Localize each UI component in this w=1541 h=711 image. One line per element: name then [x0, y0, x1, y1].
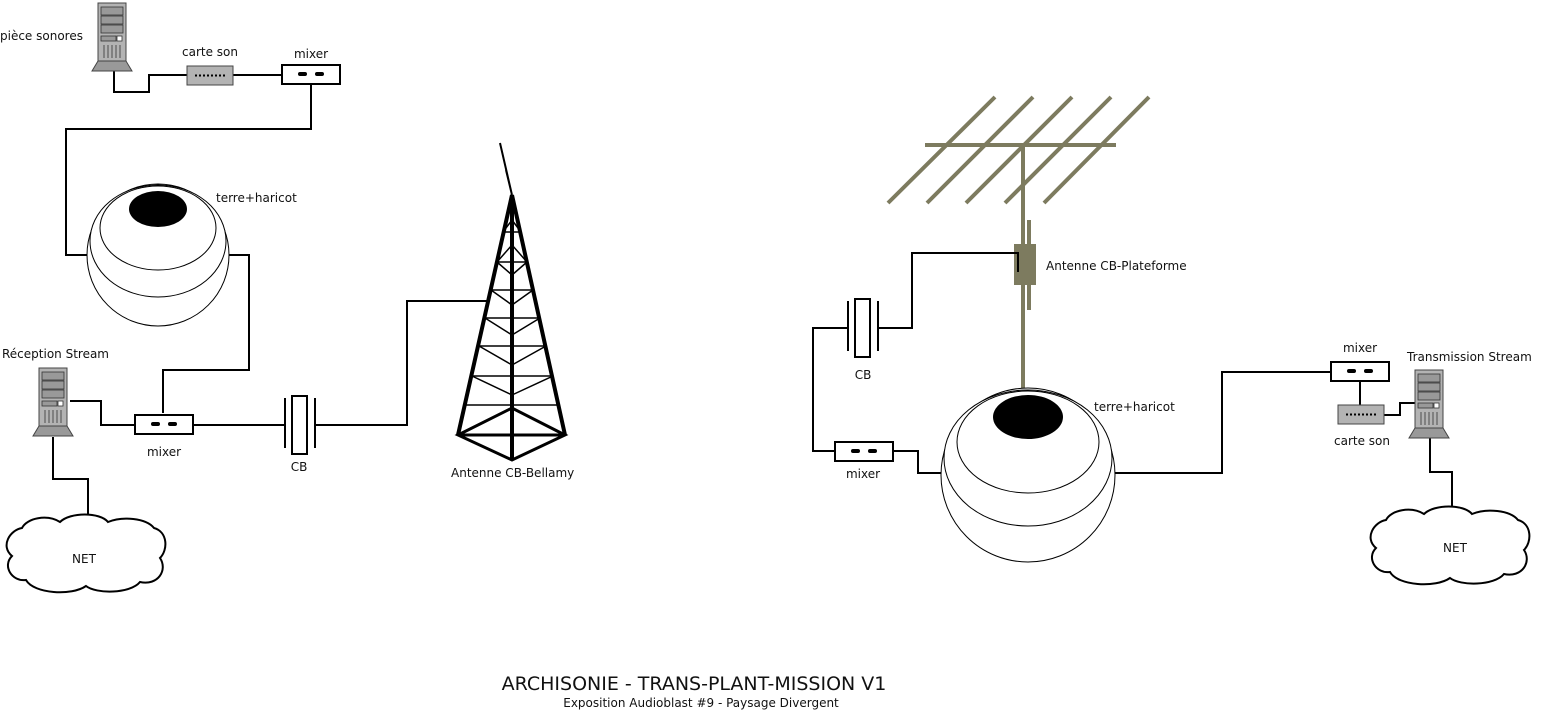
- computer-top-label: pièce sonores: [0, 29, 83, 43]
- mixer-label: mixer: [1343, 341, 1377, 355]
- diagram-title: ARCHISONIE - TRANS-PLANT-MISSION V1: [502, 673, 887, 695]
- mixer-icon: [281, 64, 341, 85]
- plant-pot-icon: [940, 387, 1116, 563]
- radio-tower-icon: [454, 142, 569, 462]
- soundcard-label: carte son: [1334, 434, 1390, 448]
- cable: [52, 437, 89, 520]
- cb-radio-icon: [847, 298, 879, 358]
- computer-icon: [1408, 369, 1450, 439]
- mixer-icon: [134, 414, 194, 435]
- antenna-label: Antenne CB-Plateforme: [1046, 259, 1187, 273]
- cloud-label: NET: [1443, 541, 1468, 555]
- plant-label: terre+haricot: [216, 191, 297, 205]
- cable: [812, 327, 848, 452]
- mixer-icon: [834, 441, 894, 462]
- soundcard-icon: [1337, 404, 1385, 425]
- computer-label: Transmission Stream: [1406, 350, 1532, 364]
- cb-label: CB: [291, 460, 308, 474]
- cable: [1429, 438, 1453, 510]
- mixer-label: mixer: [147, 445, 181, 459]
- cable: [1384, 402, 1415, 416]
- cb-label: CB: [855, 368, 872, 382]
- mixer-icon: [1330, 361, 1390, 382]
- cable: [65, 84, 312, 256]
- cable: [1115, 371, 1330, 474]
- cable: [894, 450, 942, 474]
- cable: [877, 252, 1019, 329]
- antenna-label: Antenne CB-Bellamy: [451, 466, 574, 480]
- diagram-subtitle: Exposition Audioblast #9 - Paysage Diver…: [563, 696, 839, 710]
- computer-bottom-label: Réception Stream: [2, 347, 109, 361]
- soundcard-icon: [186, 65, 234, 86]
- right-network: Antenne CB-Plateforme CB mixer terre+har…: [812, 95, 1532, 586]
- cloud-label: NET: [72, 552, 97, 566]
- soundcard-label: carte son: [182, 45, 238, 59]
- cb-radio-icon: [284, 395, 316, 455]
- cable: [113, 70, 187, 93]
- plant-pot-icon: [86, 183, 230, 327]
- yagi-antenna-icon: [886, 95, 1151, 390]
- left-network: pièce sonores carte son mixer terre+hari…: [0, 2, 574, 594]
- cable: [162, 254, 250, 413]
- internet-cloud-icon: [1369, 505, 1531, 586]
- computer-icon: [32, 367, 74, 437]
- cable: [315, 300, 487, 426]
- computer-icon: [91, 2, 133, 72]
- mixer-label: mixer: [846, 467, 880, 481]
- mixer-label: mixer: [294, 47, 328, 61]
- internet-cloud-icon: [5, 513, 167, 594]
- plant-label: terre+haricot: [1094, 400, 1175, 414]
- cable: [70, 400, 135, 426]
